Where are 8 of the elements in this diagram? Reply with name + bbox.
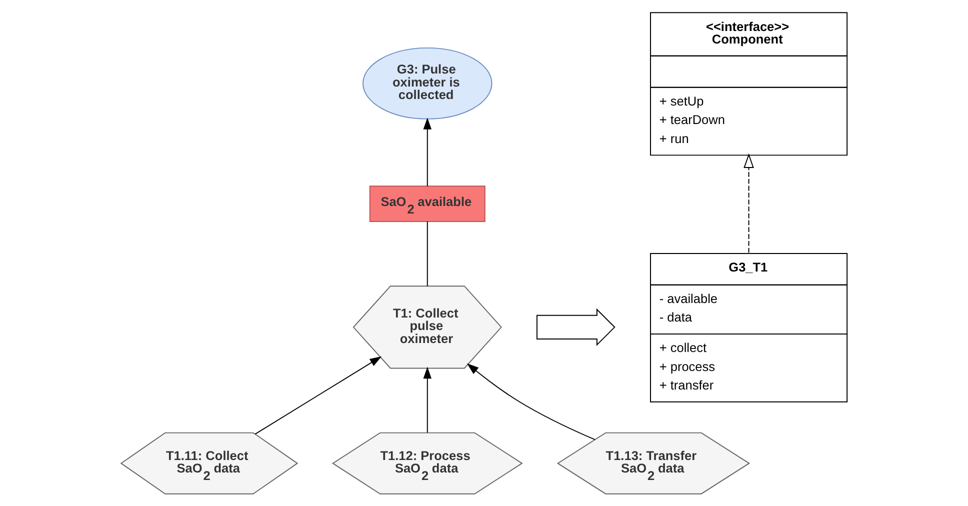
node-ellipse: G3: Pulse oximeter is collected bbox=[362, 47, 492, 120]
connector bbox=[426, 221, 428, 287]
arrow bbox=[423, 366, 432, 434]
node-arrow bbox=[536, 308, 616, 346]
arrow bbox=[423, 118, 432, 187]
arrow bbox=[744, 153, 754, 254]
arrow bbox=[466, 363, 596, 440]
arrow bbox=[254, 356, 382, 435]
